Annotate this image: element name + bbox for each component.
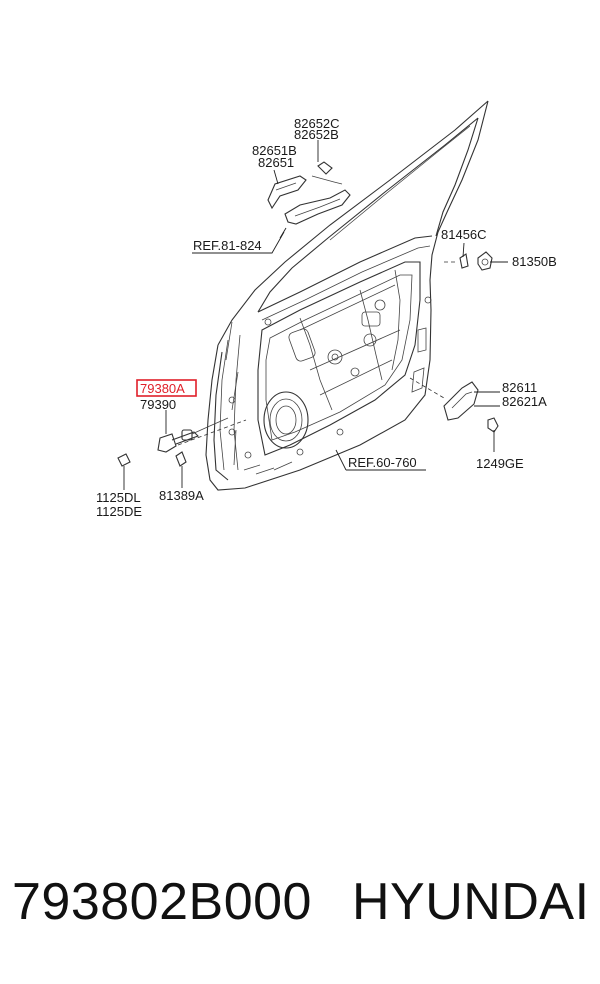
callout-82651: 82651 [258, 155, 294, 170]
door-checker-assembly [117, 417, 229, 467]
callout-81350B: 81350B [512, 254, 557, 269]
outside-handle-assembly [267, 161, 351, 225]
callout-79390: 79390 [140, 397, 176, 412]
inside-handle-assembly [443, 381, 499, 452]
leader-lines [123, 140, 508, 490]
callout-82621A: 82621A [502, 394, 547, 409]
latch-fastener-group [459, 251, 493, 271]
ref-60-760: REF.60-760 [348, 455, 417, 470]
dashed-guide-checker [177, 419, 247, 446]
callout-81389A: 81389A [159, 488, 204, 503]
part-number: 793802B000 [12, 873, 312, 931]
callout-82652C: 82652C [294, 116, 340, 131]
highlight-box [136, 379, 197, 397]
callout-82611: 82611 [502, 380, 537, 395]
callout-1249GE: 1249GE [476, 456, 524, 471]
callout-79380A-highlighted: 79380A [140, 381, 185, 396]
callout-82652B: 82652B [294, 127, 339, 142]
callout-1125DL: 1125DL [96, 490, 141, 505]
callout-82651B: 82651B [252, 143, 297, 158]
front-door-assembly [205, 100, 489, 491]
brand-name: HYUNDAI [352, 873, 590, 931]
ref-81-824: REF.81-824 [193, 238, 262, 253]
callout-81456C: 81456C [441, 227, 487, 242]
callout-1125DE: 1125DE [96, 504, 142, 519]
